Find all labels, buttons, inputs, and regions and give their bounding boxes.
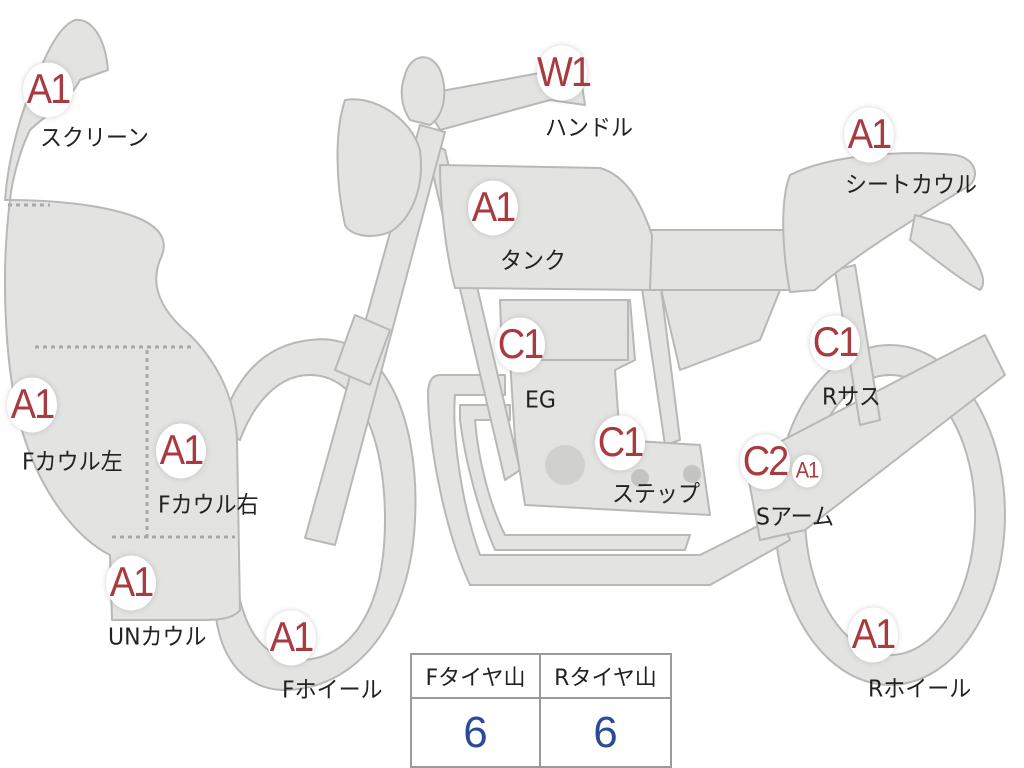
- tank-grade-badge: A1: [468, 180, 518, 236]
- f-cowl-right-label: Fカウル右: [158, 492, 259, 519]
- f-cowl-left-label: Fカウル左: [22, 449, 123, 476]
- screen-grade-badge: A1: [23, 62, 73, 118]
- rear-susp-label: Rサス: [822, 384, 881, 411]
- seat-cowl-grade-badge: A1: [844, 107, 894, 163]
- f-cowl-left-grade-badge: A1: [7, 377, 57, 433]
- engine-label: EG: [525, 387, 556, 414]
- tank-label: タンク: [500, 248, 567, 275]
- swing-arm-grade-badge: C2: [740, 434, 790, 490]
- side-panel: [659, 284, 781, 371]
- swing-arm: [744, 334, 1006, 541]
- step-label: ステップ: [612, 481, 701, 508]
- handle-label: ハンドル: [545, 115, 634, 142]
- r-wheel-grade-badge: A1: [848, 607, 898, 663]
- f-cowl-right-grade-badge: A1: [156, 423, 206, 479]
- step-grade-badge: C1: [595, 415, 645, 471]
- swing-arm-label: Sアーム: [756, 504, 834, 531]
- headlight: [336, 98, 422, 237]
- seat: [639, 229, 796, 291]
- r-wheel-label: Rホイール: [868, 676, 972, 703]
- tail-piece: [909, 214, 985, 291]
- seat-cowl-label: シートカウル: [845, 172, 978, 199]
- front-tire-tread-value: 6: [412, 699, 541, 766]
- step-peg-2: [683, 465, 701, 483]
- under-cowl-grade-badge: A1: [106, 555, 156, 611]
- screen-label: スクリーン: [40, 125, 149, 152]
- tire-tread-table: Fタイヤ山 Rタイヤ山 6 6: [410, 653, 672, 768]
- front-tire-tread-header: Fタイヤ山: [412, 655, 541, 699]
- step-peg-1: [631, 469, 649, 487]
- f-wheel-label: Fホイール: [282, 677, 383, 704]
- rear-susp-grade-badge: C1: [810, 315, 860, 371]
- rear-tire-tread-header: Rタイヤ山: [541, 655, 670, 699]
- mirror: [400, 56, 446, 126]
- engine-grade-badge: C1: [495, 317, 545, 373]
- f-wheel-grade-badge: A1: [266, 610, 316, 666]
- exhaust-outer: [427, 374, 791, 586]
- under-cowl-label: UNカウル: [108, 624, 207, 651]
- engine-cover: [545, 445, 585, 485]
- exhaust-inner: [459, 404, 691, 551]
- handle-grade-badge: W1: [537, 45, 592, 101]
- swing-arm-grade-badge-2: A1: [792, 454, 822, 488]
- rear-tire-tread-value: 6: [593, 707, 618, 757]
- fork-clamp: [334, 314, 391, 386]
